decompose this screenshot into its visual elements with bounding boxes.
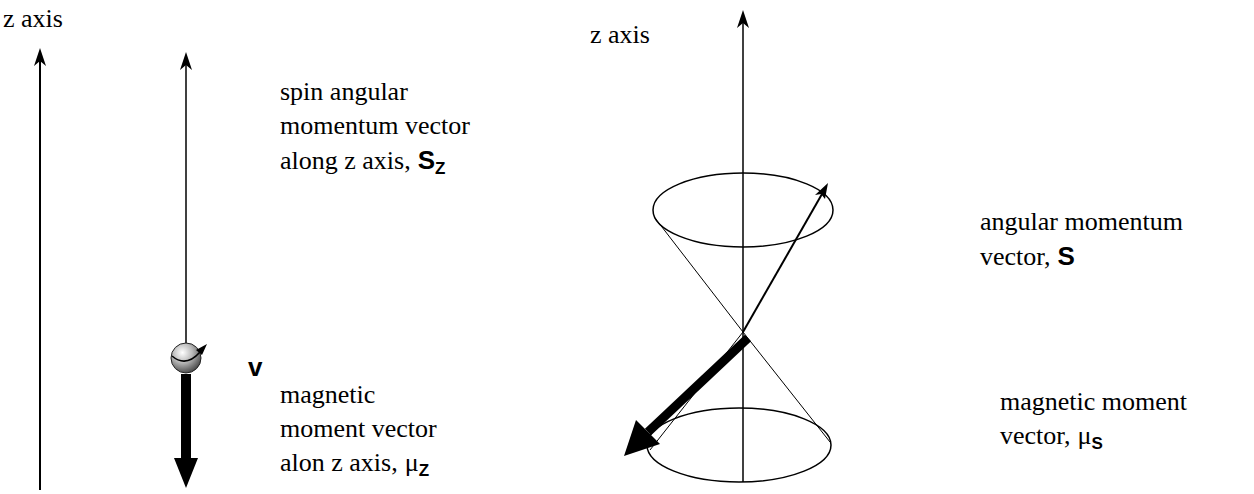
z-axis-arrow [34,48,46,490]
velocity-symbol: v [248,352,262,382]
label-group: spin angular momentum vector along z axi… [280,75,485,186]
axis-label: z axis [590,20,650,49]
magnetic-moment-vector [624,338,748,456]
vector-symbol: S [418,145,435,175]
label-group: magnetic moment vector alon z axis,μZ [280,378,448,488]
spin-vector [180,52,192,343]
vector-symbol: S [1057,241,1074,271]
vector-label: angular momentum vector, [980,207,1183,271]
label-group: angular momentum vector,S [980,205,1195,274]
label-group: z axis [590,18,730,52]
electron-sphere [171,343,201,373]
vector-symbol: μ [405,448,419,477]
label-group: magnetic moment vector,μS [1000,385,1205,461]
symbol-subscript: Z [435,159,445,178]
label-group: z axis [3,2,203,36]
precession-cone [647,10,833,482]
label-group: v [248,350,288,385]
magnetic-moment-vector [174,374,198,488]
rotation-arrow [172,344,207,361]
angular-momentum-vector [743,183,828,332]
symbol-subscript: S [1091,434,1102,453]
axis-label: z axis [3,4,63,33]
vector-symbol: μ [1077,421,1091,450]
symbol-subscript: Z [419,461,429,480]
